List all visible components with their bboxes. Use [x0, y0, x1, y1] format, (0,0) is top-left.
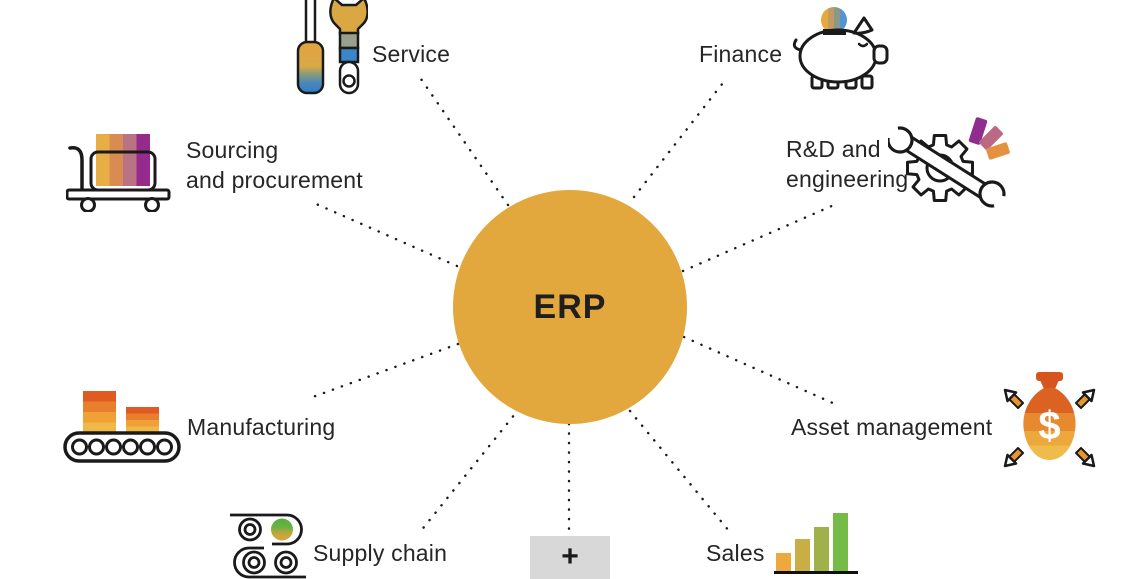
connector-line-sales: [628, 409, 731, 533]
sourcing-label-line2: and procurement: [186, 167, 363, 193]
connector-line-service: [419, 77, 510, 207]
connector-line-rd: [681, 203, 836, 273]
sourcing-label: Sourcing and procurement: [186, 135, 363, 195]
connector-line-finance: [632, 77, 728, 199]
rd-label: R&D and engineering: [786, 134, 908, 194]
money-bag-arrows-icon: $: [1003, 372, 1096, 468]
finance-label: Finance: [699, 41, 783, 67]
rd-label-line1: R&D and: [786, 136, 881, 162]
erp-hub-circle: ERP: [453, 190, 687, 424]
service-label: Service: [372, 41, 451, 67]
connector-line-supply: [418, 407, 521, 534]
plus-icon: +: [561, 540, 579, 573]
dollar-sign: $: [1038, 404, 1060, 448]
erp-hub-label: ERP: [533, 287, 607, 326]
coin: [821, 7, 847, 33]
sourcing-label-line1: Sourcing: [186, 137, 279, 163]
asset-management-label: Asset management: [791, 414, 993, 440]
piggy-bank-coin-icon: [792, 7, 889, 90]
manufacturing-label: Manufacturing: [187, 414, 336, 440]
rd-label-line2: engineering: [786, 166, 909, 192]
more-modules-button[interactable]: +: [530, 536, 610, 579]
sales-label: Sales: [706, 540, 765, 566]
gear-wrench-icon: [888, 117, 1010, 208]
belt-rollers-icon: [230, 513, 306, 579]
supply-chain-label: Supply chain: [313, 540, 448, 566]
connector-line-sourcing: [312, 201, 459, 268]
growing-bar-chart-icon: [774, 513, 858, 574]
hand-cart-box-icon: [66, 134, 171, 212]
expand-arrows: [1003, 388, 1096, 468]
conveyor-belt-icon: [63, 391, 181, 463]
connector-line-asset: [682, 335, 837, 406]
screwdriver-wrench-icon: [296, 0, 368, 95]
connector-line-manufacturing: [308, 342, 460, 400]
